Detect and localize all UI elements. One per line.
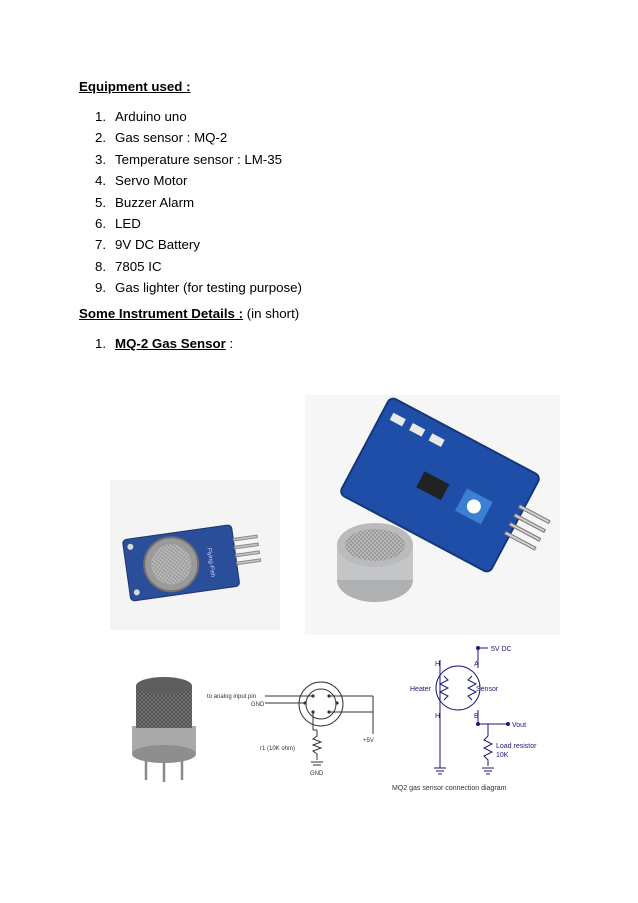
pin-label-gnd: GND: [251, 702, 265, 708]
sensor-top-pin: A: [474, 661, 479, 668]
svg-text:Flying-Fish: Flying-Fish: [205, 548, 215, 578]
pin-label-analog: to analog input pin: [207, 694, 256, 700]
load-resistor-label: Load resistor: [496, 743, 537, 750]
mq2-sensor-photo: [118, 668, 210, 786]
load-resistor-value: 10K: [496, 752, 509, 759]
heater-bottom-pin: H: [435, 713, 440, 720]
list-item: 6.LED: [95, 215, 141, 231]
list-item: 7.9V DC Battery: [95, 237, 200, 253]
ground-label: GND: [310, 771, 324, 777]
list-item: 8.7805 IC: [95, 258, 162, 274]
supply-label: +5V: [363, 738, 374, 744]
list-item: 3.Temperature sensor : LM-35: [95, 151, 283, 167]
supply-5v-label: 5V DC: [491, 646, 512, 653]
list-item: 1.Arduino uno: [95, 109, 187, 124]
details-label: Some Instrument Details :: [79, 306, 244, 321]
list-item: 2.Gas sensor : MQ-2: [95, 130, 228, 146]
list-item: 4.Servo Motor: [95, 173, 188, 189]
mq2-module-photo-small: Flying-Fish: [110, 480, 280, 630]
sensor-label: Sensor: [476, 686, 499, 693]
vout-label: Vout: [512, 722, 526, 729]
sensor-bottom-pin: B: [474, 713, 479, 720]
list-item: 9.Gas lighter (for testing purpose): [95, 280, 302, 296]
resistor-label: r1 (10K ohm): [260, 746, 295, 752]
equipment-list: 1.Arduino uno 2.Gas sensor : MQ-2 3.Temp…: [95, 108, 302, 301]
heater-top-pin: H: [435, 661, 440, 668]
section-mq2-heading: 1.MQ-2 Gas Sensor :: [95, 336, 234, 351]
equipment-heading: Equipment used :: [79, 79, 191, 94]
details-note: (in short): [243, 306, 300, 321]
connection-diagram-caption: MQ2 gas sensor connection diagram: [392, 785, 507, 792]
heater-label: Heater: [410, 686, 432, 693]
mq2-pinout-diagram: to analog input pin GND r1 (10K ohm) GND…: [207, 681, 374, 777]
mq2-connection-diagram: 5V DC H A Heater Sensor H B Vout Load re…: [392, 646, 537, 792]
instrument-details-heading: Some Instrument Details : (in short): [79, 306, 299, 321]
list-item: 5.Buzzer Alarm: [95, 194, 195, 210]
mq2-label: MQ-2 Gas Sensor: [115, 336, 226, 351]
mq2-module-photo-large: [305, 395, 560, 635]
